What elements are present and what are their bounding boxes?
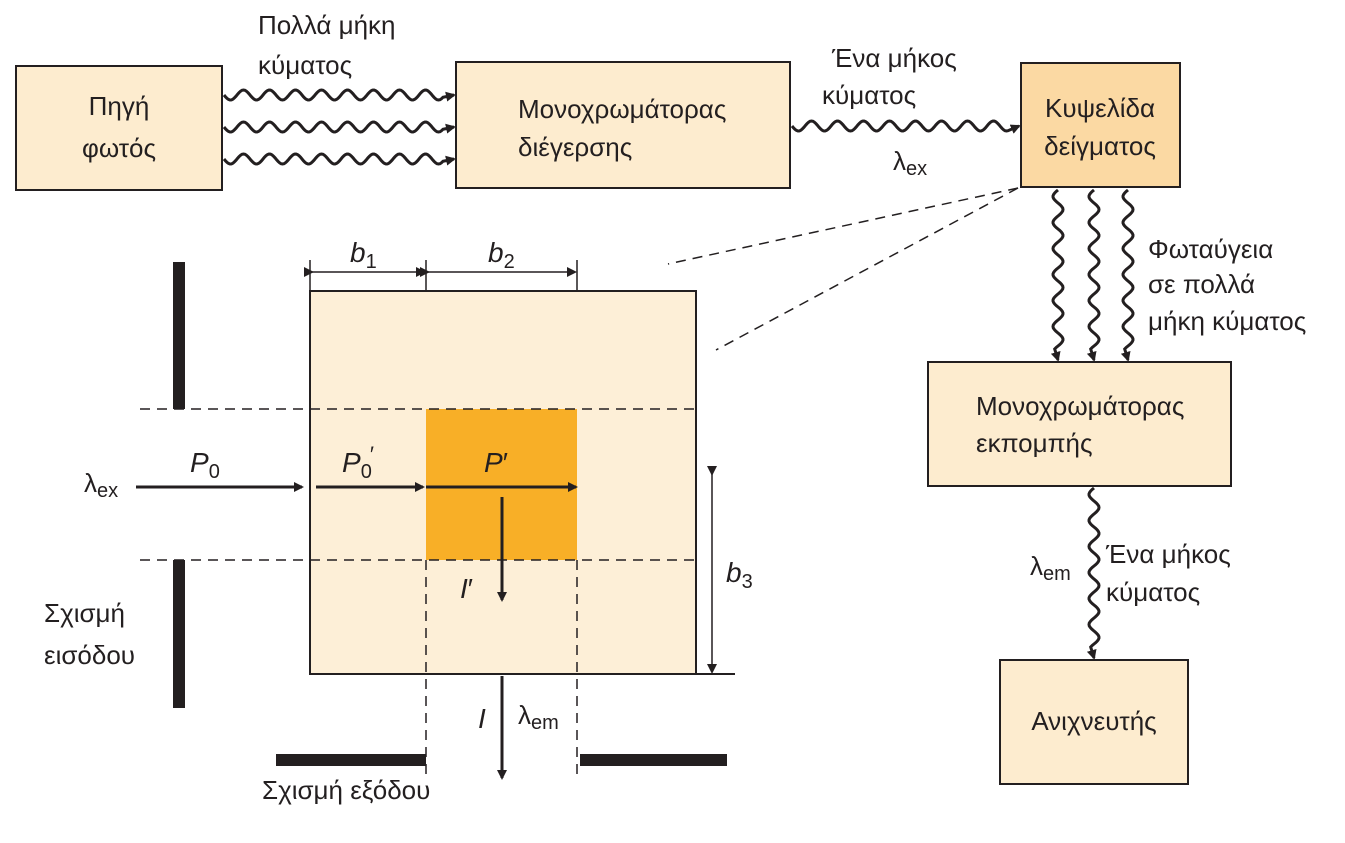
one-wavelength-top-label-2: κύματος	[822, 80, 916, 110]
light-source-box: Πηγή φωτός	[15, 65, 223, 191]
excitation-monochromator-label-1: Μονοχρωμάτορας	[518, 94, 726, 124]
lambda-ex-top: λex	[893, 146, 927, 180]
light-source-label-1: Πηγή	[89, 91, 150, 121]
cell-guide-lines	[140, 408, 696, 776]
sample-cell-box: Κυψελίδα δείγματος	[1020, 62, 1181, 188]
dimension-lines	[304, 260, 717, 674]
i-label: I	[478, 703, 486, 734]
lambda-em-right: λem	[1030, 551, 1071, 585]
many-wavelengths-label-2: κύματος	[258, 50, 352, 80]
many-wavelengths-label-1: Πολλά μήκη	[258, 10, 396, 40]
luminescence-label-2: σε πολλά	[1148, 269, 1255, 299]
one-wavelength-bottom-label-1: Ένα μήκος	[1105, 539, 1231, 569]
wavy-arrow-luminescence-3	[1120, 188, 1135, 362]
emission-monochromator-label-1: Μονοχρωμάτορας	[976, 391, 1184, 421]
entrance-slit-label-1: Σχισμή	[44, 598, 125, 628]
lambda-em-bottom: λem	[518, 700, 559, 734]
wavy-arrow-source-2	[222, 120, 456, 134]
detector-label: Ανιχνευτής	[1031, 706, 1156, 736]
i-prime-label: I′	[460, 573, 473, 604]
wavy-arrow-emission	[1086, 486, 1101, 660]
wavy-arrow-source-3	[222, 152, 456, 166]
sample-cell-label-2: δείγματος	[1044, 131, 1156, 161]
light-source-label-2: φωτός	[82, 133, 156, 163]
excitation-monochromator-label-2: διέγερσης	[518, 132, 632, 162]
entrance-slit-label-2: εισόδου	[44, 640, 135, 670]
entrance-slit-upper	[173, 262, 185, 409]
one-wavelength-bottom-label-2: κύματος	[1106, 577, 1200, 607]
sample-cell-label-1: Κυψελίδα	[1045, 93, 1155, 123]
exit-slit-left	[276, 754, 426, 766]
wavy-arrows	[222, 88, 1135, 660]
emission-monochromator-box: Μονοχρωμάτορας εκπομπής	[927, 361, 1232, 487]
beam-arrows	[136, 482, 578, 780]
p0-label: P0	[190, 447, 220, 483]
wavy-arrow-excitation	[790, 119, 1021, 134]
wavy-arrow-luminescence-2	[1086, 188, 1101, 362]
excitation-monochromator-box: Μονοχρωμάτορας διέγερσης	[455, 61, 791, 189]
detector-box: Ανιχνευτής	[999, 659, 1189, 785]
slits	[173, 262, 727, 766]
luminescence-label-1: Φωταύγεια	[1148, 234, 1273, 264]
exit-slit-label: Σχισμή εξόδου	[262, 775, 430, 805]
lambda-ex-left: λex	[84, 468, 118, 502]
b1-label: b1	[350, 237, 377, 273]
p-prime-label: P′	[484, 447, 508, 478]
wavy-arrow-luminescence-1	[1050, 188, 1065, 362]
wavy-arrow-source-1	[222, 88, 456, 102]
b2-label: b2	[488, 237, 515, 273]
cell-detail	[140, 290, 735, 776]
emission-monochromator-label-2: εκπομπής	[976, 428, 1093, 458]
one-wavelength-top-label-1: Ένα μήκος	[831, 43, 957, 73]
b3-label: b3	[726, 557, 753, 593]
exit-slit-right	[580, 754, 727, 766]
zoom-lines	[667, 187, 1019, 351]
p0-prime-label: P0′	[342, 442, 374, 483]
luminescence-label-3: μήκη κύματος	[1148, 306, 1306, 336]
entrance-slit-lower	[173, 560, 185, 708]
